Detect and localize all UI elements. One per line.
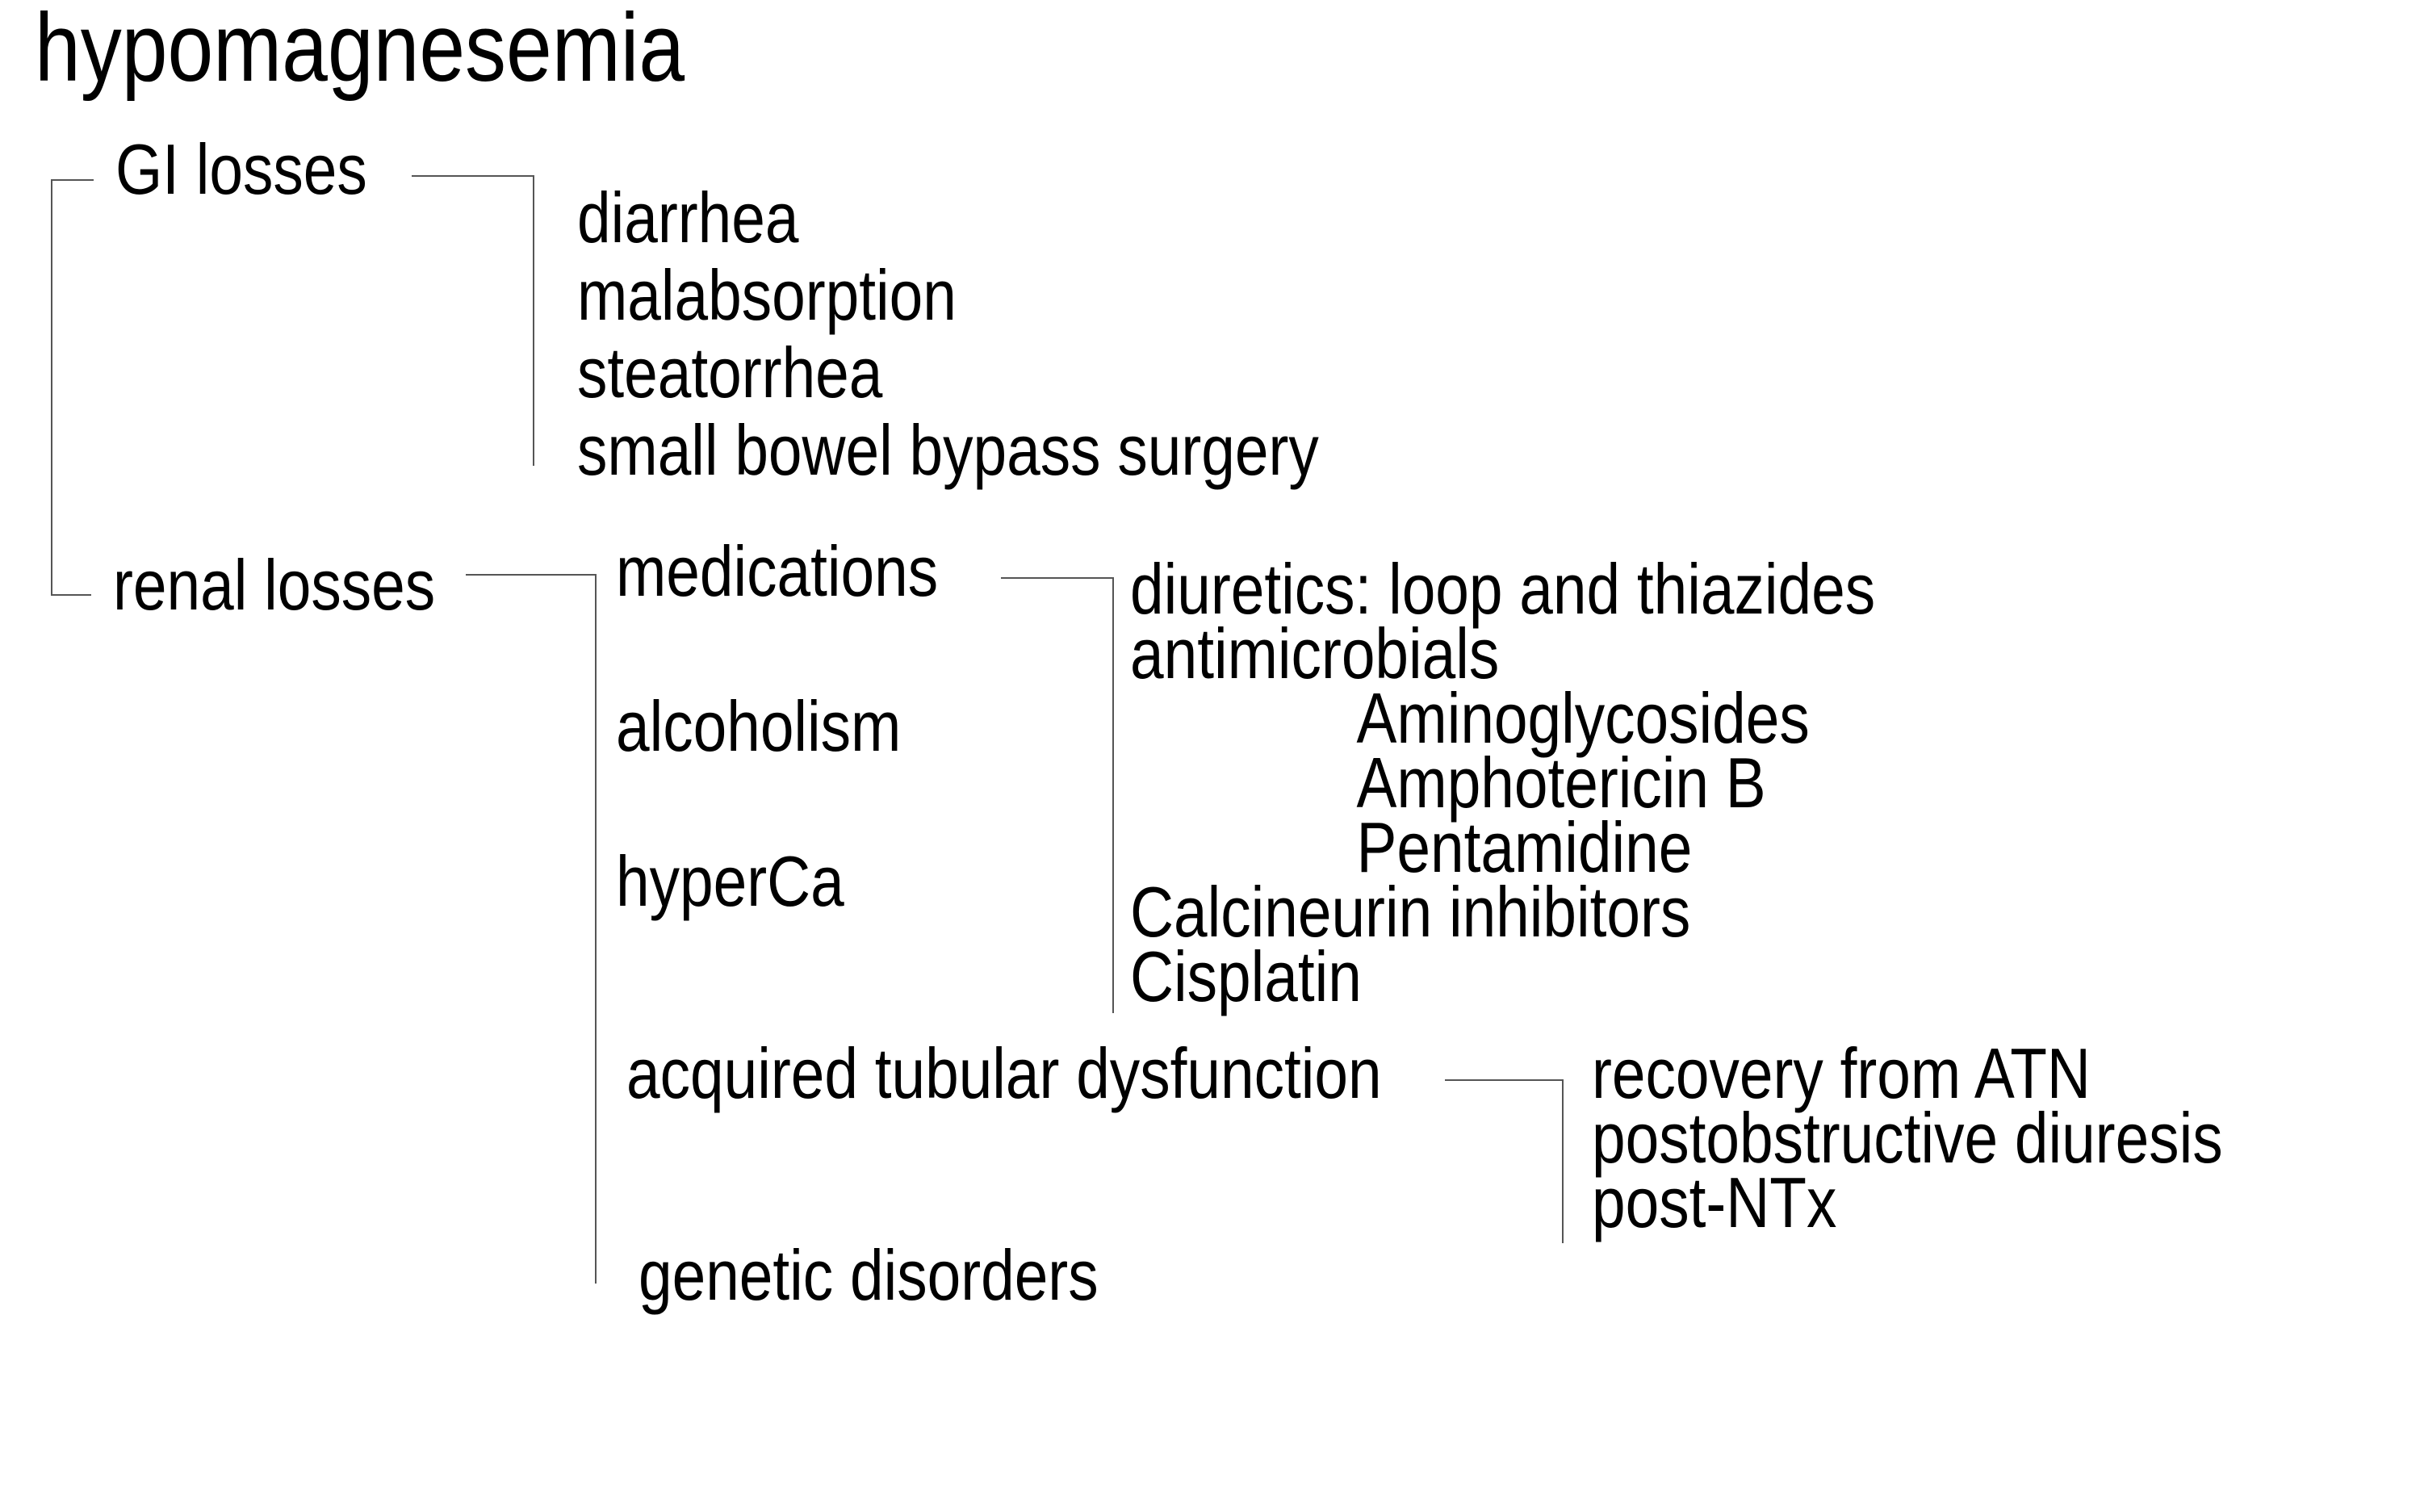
medications-items-list: diuretics: loop and thiazides antimicrob… (1130, 549, 1876, 1016)
atd-items-list: recovery from ATN postobstructive diures… (1592, 1033, 2223, 1242)
atd-item-recovery-from-atn: recovery from ATN (1592, 1033, 2091, 1113)
medications-connector-line (1001, 577, 1114, 579)
medications-item-antimicrobials: antimicrobials (1130, 614, 1500, 693)
hyperca-label: hyperCa (616, 841, 844, 921)
atd-connector-line (1445, 1079, 1564, 1081)
medications-item-diuretics: diuretics: loop and thiazides (1130, 549, 1876, 629)
alcoholism-label: alcoholism (616, 686, 902, 766)
medications-item-pentamidine: Pentamidine (1356, 807, 1693, 887)
gi-branch-connector-line (412, 175, 534, 177)
gi-item-diarrhea: diarrhea (577, 178, 799, 258)
atd-spine-line (1562, 1079, 1564, 1243)
renal-losses-label: renal losses (113, 545, 436, 625)
left-bracket-line (51, 179, 52, 596)
gi-item-malabsorption: malabsorption (577, 255, 957, 335)
atd-item-post-ntx: post-NTx (1592, 1162, 1837, 1242)
gi-losses-left-tick-line (51, 179, 94, 181)
medications-item-cisplatin: Cisplatin (1130, 936, 1362, 1016)
gi-items-list: diarrhea malabsorption steatorrhea small… (577, 179, 1319, 489)
renal-branch-spine-line (595, 574, 597, 1284)
medications-label: medications (616, 531, 939, 611)
renal-branch-connector-line (466, 574, 597, 576)
medications-spine-line (1112, 577, 1114, 1013)
gi-item-small-bowel-bypass-surgery: small bowel bypass surgery (577, 410, 1319, 490)
gi-branch-spine-line (533, 175, 534, 466)
renal-losses-left-tick-line (51, 594, 91, 596)
atd-item-postobstructive-diuresis: postobstructive diuresis (1592, 1098, 2223, 1178)
medications-item-amphotericin-b: Amphotericin B (1356, 743, 1766, 823)
gi-item-steatorrhea: steatorrhea (577, 333, 883, 413)
page-title: hypomagnesemia (35, 0, 685, 102)
acquired-tubular-dysfunction-label: acquired tubular dysfunction (626, 1033, 1382, 1113)
gi-losses-label: GI losses (115, 129, 367, 209)
genetic-disorders-label: genetic disorders (638, 1235, 1099, 1315)
medications-item-calcineurin-inhibitors: Calcineurin inhibitors (1130, 872, 1691, 952)
medications-item-aminoglycosides: Aminoglycosides (1356, 678, 1810, 758)
